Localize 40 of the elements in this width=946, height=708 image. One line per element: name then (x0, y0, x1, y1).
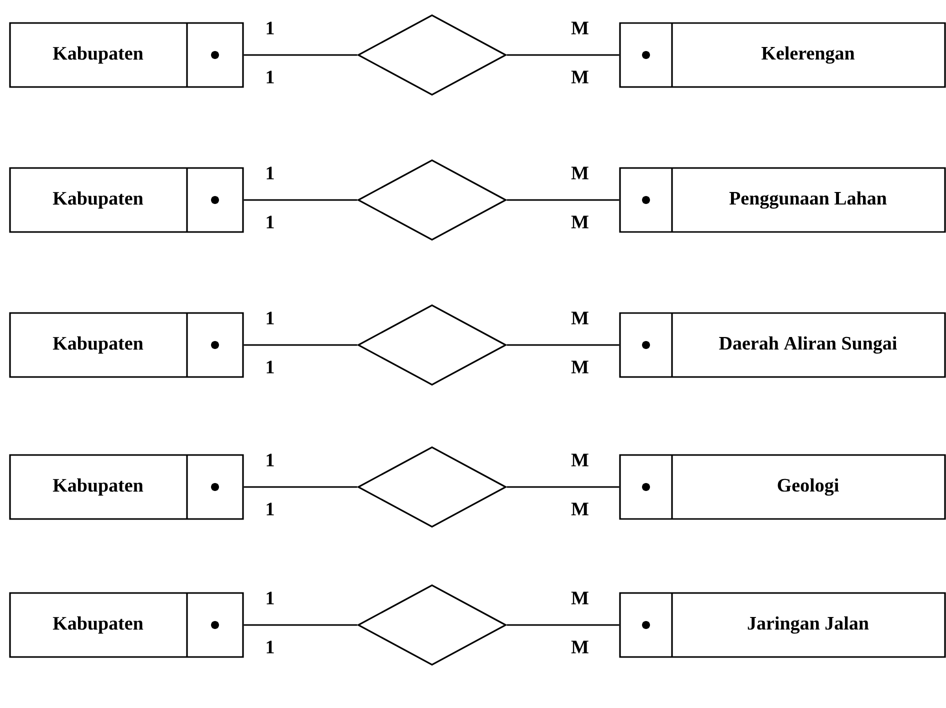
entity-box: Kabupaten (9, 592, 244, 658)
cardinality-label: 1 (266, 22, 274, 34)
cardinality-label: M (571, 312, 588, 324)
cardinality-label: 1 (266, 454, 274, 466)
connector-line (506, 54, 620, 56)
cardinality-label: M (571, 22, 588, 34)
connector-line (244, 486, 358, 488)
entity-box: Kabupaten (9, 167, 244, 233)
connector-line (244, 624, 358, 626)
cardinality-label: 1 (266, 216, 274, 228)
cardinality-label: M (571, 592, 588, 604)
cardinality-label: M (571, 166, 588, 180)
entity-box: Kabupaten (9, 454, 244, 520)
cardinality-label: M (571, 640, 588, 654)
cardinality-label: M (571, 502, 588, 516)
cardinality-label: 1 (266, 360, 274, 374)
cardinality-label: 1 (266, 592, 274, 604)
connector-line (244, 199, 358, 201)
entity-box: Kabupaten (9, 312, 244, 378)
entity-box: Penggunaan Lahan (619, 167, 946, 233)
entity-box: Kabupaten (9, 22, 244, 88)
connector-line (244, 344, 358, 346)
cardinality-label: 1 (266, 70, 274, 84)
entity-box: Jaringan Jalan (619, 592, 946, 658)
entity-box: Kelerengan (619, 22, 946, 88)
cardinality-label: 1 (266, 166, 274, 180)
connector-line (244, 54, 358, 56)
connector-line (506, 199, 620, 201)
connector-line (506, 624, 620, 626)
connector-line (506, 486, 620, 488)
cardinality-label: M (571, 216, 588, 228)
connector-line (506, 344, 620, 346)
entity-box: Geologi (619, 454, 946, 520)
cardinality-label: M (571, 454, 588, 466)
entity-box: Daerah Aliran Sungai (619, 312, 946, 378)
cardinality-label: M (571, 70, 588, 84)
cardinality-label: 1 (266, 502, 274, 516)
cardinality-label: 1 (266, 312, 274, 324)
cardinality-label: M (571, 360, 588, 374)
cardinality-label: 1 (266, 640, 274, 654)
